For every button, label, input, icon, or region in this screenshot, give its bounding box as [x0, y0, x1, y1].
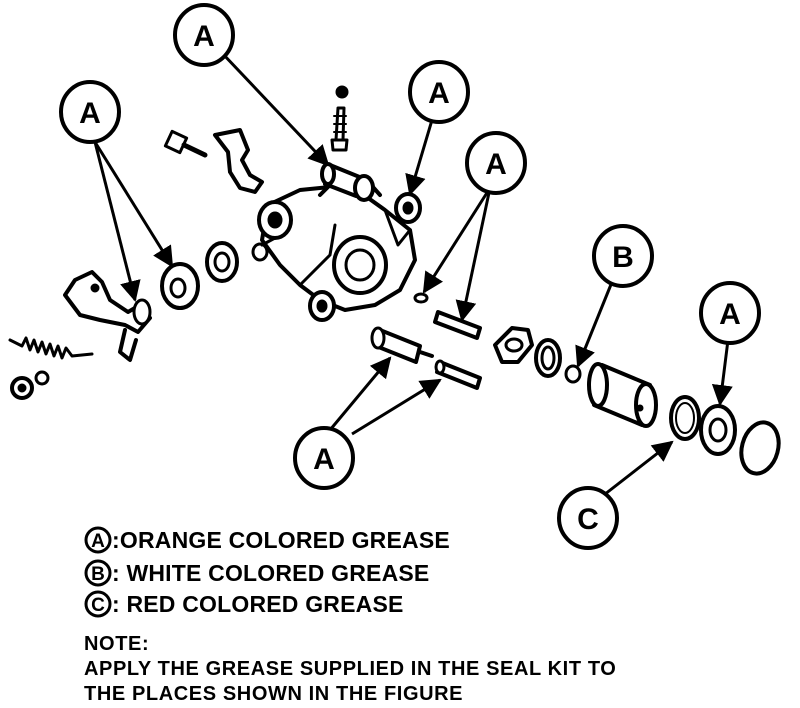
- leader-c: [599, 440, 674, 500]
- grease-legend: A :ORANGE COLORED GREASE B : WHITE COLOR…: [84, 526, 450, 618]
- callout-letter: A: [485, 148, 507, 181]
- push-rod-part: [434, 359, 482, 390]
- note-block: NOTE: APPLY THE GREASE SUPPLIED IN THE S…: [84, 633, 616, 705]
- callout-upper-right-a: A: [408, 60, 470, 124]
- lower-pin-boot-part: [308, 290, 336, 322]
- callout-bottom-a: A: [293, 426, 355, 490]
- small-sleeve-part: [251, 236, 277, 262]
- note-line-1: APPLY THE GREASE SUPPLIED IN THE SEAL KI…: [84, 658, 616, 680]
- upper-pin-boot-part: [320, 162, 375, 202]
- legend-text: : WHITE COLORED GREASE: [112, 560, 429, 586]
- circlip-part: [534, 338, 562, 378]
- sleeve-pin-part: [433, 310, 482, 340]
- callout-mid-right-a: A: [465, 131, 527, 195]
- leader-lines: [93, 51, 733, 500]
- legend-letter: C: [91, 595, 105, 616]
- callout-left-a: A: [59, 80, 121, 144]
- right-pin-boot-part: [394, 192, 422, 224]
- leader-mid-right-a-1: [422, 187, 492, 294]
- piston-boot-part: [699, 404, 737, 456]
- callout-letter: A: [313, 443, 335, 476]
- legend-item-white: B : WHITE COLORED GREASE: [84, 559, 429, 587]
- leader-b: [575, 281, 614, 368]
- leader-bottom-a-2: [351, 378, 442, 436]
- note-heading: NOTE:: [84, 633, 149, 655]
- small-pin-part: [413, 292, 429, 304]
- return-spring-part: [8, 336, 94, 360]
- callout-bubbles: A A A A B A A C: [59, 3, 761, 550]
- callout-b: B: [592, 224, 654, 288]
- mounting-bolt-part: [163, 129, 208, 158]
- leader-top-a: [220, 51, 330, 167]
- callout-letter: B: [612, 241, 634, 274]
- parking-lever-part: [63, 270, 152, 362]
- callout-letter: A: [193, 20, 215, 53]
- legend-text: :ORANGE COLORED GREASE: [112, 527, 450, 553]
- o-ring-part: [564, 364, 582, 384]
- caliper-parts: [8, 85, 781, 476]
- piston-part: [587, 362, 658, 428]
- callout-far-right-a: A: [699, 281, 761, 345]
- leader-far-right-a: [711, 339, 733, 407]
- legend-text: : RED COLORED GREASE: [112, 591, 404, 617]
- note-line-2: THE PLACES SHOWN IN THE FIGURE: [84, 683, 463, 705]
- legend-letter: B: [91, 564, 105, 585]
- legend-letter: A: [91, 531, 105, 552]
- callout-letter: A: [719, 298, 741, 331]
- callout-letter: A: [428, 77, 450, 110]
- piston-seal-part: [669, 395, 701, 441]
- nut-part: [10, 370, 50, 400]
- bracket-part: [213, 128, 264, 194]
- caliper-body-part: [257, 173, 417, 312]
- legend-item-orange: A :ORANGE COLORED GREASE: [84, 526, 450, 554]
- ring-part: [160, 262, 200, 310]
- leader-left-a-1: [93, 141, 141, 303]
- callout-c: C: [557, 486, 619, 550]
- stopper-plate-part: [493, 326, 534, 364]
- leader-left-a-2: [93, 141, 174, 268]
- spindle-part: [370, 326, 434, 364]
- callout-top-a: A: [173, 3, 235, 67]
- bleeder-screw-part: [330, 85, 349, 152]
- callout-letter: C: [577, 503, 599, 536]
- callout-letter: A: [79, 97, 101, 130]
- leader-mid-right-a-2: [455, 187, 492, 323]
- leader-upper-right-a: [405, 119, 434, 197]
- outer-ring-part: [739, 420, 781, 476]
- cam-boot-part: [205, 241, 239, 283]
- legend-item-red: C : RED COLORED GREASE: [84, 590, 404, 618]
- leader-bottom-a-1: [328, 356, 392, 431]
